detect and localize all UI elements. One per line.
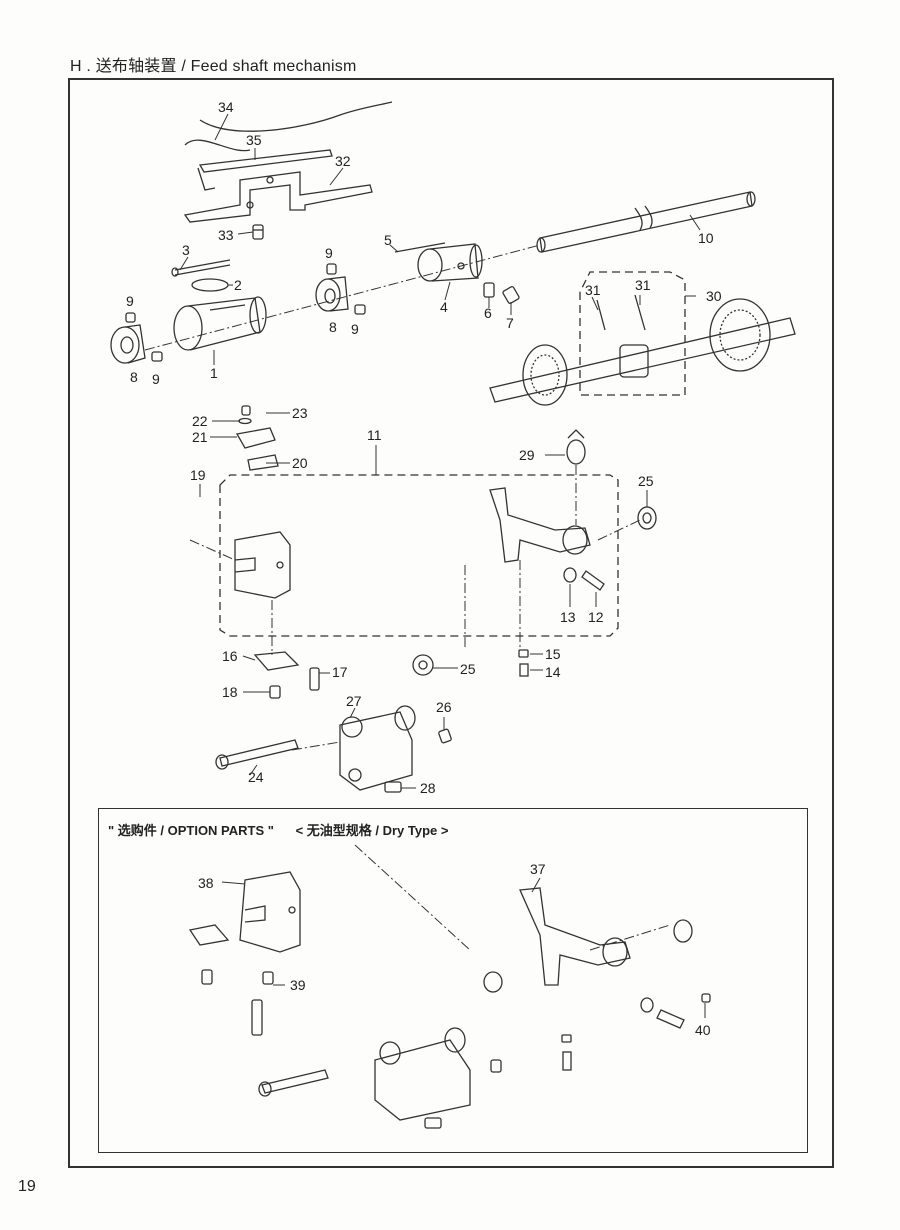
key-2 xyxy=(191,278,229,292)
label-25a: 25 xyxy=(638,473,654,489)
label-4: 4 xyxy=(440,299,448,315)
screw-33 xyxy=(252,224,264,240)
screw-18 xyxy=(269,685,281,699)
plate-20 xyxy=(247,454,279,471)
label-22: 22 xyxy=(192,413,208,429)
center-lines xyxy=(144,244,671,951)
oil-wick-34 xyxy=(184,101,393,152)
option-parts-title: " 选购件 / OPTION PARTS " < 无油型规格 / Dry Typ… xyxy=(108,820,448,839)
label-18: 18 xyxy=(222,684,238,700)
label-9a: 9 xyxy=(325,245,333,261)
option-parts-heading: " 选购件 / OPTION PARTS " xyxy=(108,823,274,838)
shaft-24 xyxy=(215,739,299,770)
label-35: 35 xyxy=(246,132,262,148)
label-12: 12 xyxy=(588,609,604,625)
label-34: 34 xyxy=(218,99,234,115)
leader-lines xyxy=(179,113,706,1018)
label-29: 29 xyxy=(519,447,535,463)
label-8a: 8 xyxy=(130,369,138,385)
label-37: 37 xyxy=(530,861,546,877)
feed-shaft-10 xyxy=(536,191,756,253)
label-28: 28 xyxy=(420,780,436,796)
washer-13-screw-12 xyxy=(563,567,605,591)
label-9c: 9 xyxy=(351,321,359,337)
diagram-frame xyxy=(68,78,834,1168)
label-30: 30 xyxy=(706,288,722,304)
label-17: 17 xyxy=(332,664,348,680)
label-21: 21 xyxy=(192,429,208,445)
label-11: 11 xyxy=(367,427,382,443)
screw-17 xyxy=(309,667,320,691)
label-26: 26 xyxy=(436,699,452,715)
washer-25b xyxy=(412,654,434,676)
label-6: 6 xyxy=(484,305,492,321)
washer-22-screw-23 xyxy=(238,405,252,425)
label-1: 1 xyxy=(210,365,218,381)
page-number: 19 xyxy=(18,1178,36,1195)
washer-25a xyxy=(637,506,657,530)
label-16: 16 xyxy=(222,648,238,664)
label-7: 7 xyxy=(506,315,514,331)
label-9b: 9 xyxy=(126,293,134,309)
label-13: 13 xyxy=(560,609,576,625)
spring-3 xyxy=(171,259,231,277)
label-33: 33 xyxy=(218,227,234,243)
label-2: 2 xyxy=(234,277,242,293)
label-32: 32 xyxy=(335,153,351,169)
label-9d: 9 xyxy=(152,371,160,387)
oil-pipe-35 xyxy=(197,149,333,191)
bushing-1 xyxy=(173,296,267,351)
label-14: 14 xyxy=(545,664,561,680)
label-19: 19 xyxy=(190,467,206,483)
label-3: 3 xyxy=(182,242,190,258)
label-20: 20 xyxy=(292,455,308,471)
page-title: H . 送布轴装置 / Feed shaft mechanism xyxy=(70,58,357,75)
label-5: 5 xyxy=(384,232,392,248)
label-39: 39 xyxy=(290,977,306,993)
feed-fork-block xyxy=(234,531,291,599)
feed-bracket-27 xyxy=(339,705,416,791)
fork-38 xyxy=(239,871,301,953)
plate-16 xyxy=(253,651,300,671)
option-small-screws xyxy=(424,1034,572,1129)
option-washers xyxy=(483,919,693,1013)
collar-8b xyxy=(315,276,349,312)
label-24: 24 xyxy=(248,769,264,785)
label-38: 38 xyxy=(198,875,214,891)
collar-8a xyxy=(110,324,146,364)
part-labels: 34 35 32 33 5 10 3 2 9 9 4 6 7 8 9 1 8 9… xyxy=(126,99,722,1038)
option-plate xyxy=(188,924,230,946)
label-8b: 8 xyxy=(329,319,337,335)
spring-29 xyxy=(566,429,586,465)
rock-arm-37 xyxy=(519,887,631,986)
nut-15-screw-14 xyxy=(518,649,529,677)
screw-26 xyxy=(438,728,452,744)
label-31a: 31 xyxy=(585,282,601,298)
feed-rock-arm xyxy=(489,487,591,563)
label-15: 15 xyxy=(545,646,561,662)
option-bracket xyxy=(374,1027,471,1121)
dry-type-heading: < 无油型规格 / Dry Type > xyxy=(295,823,449,838)
bushing-4 xyxy=(417,243,483,282)
label-40: 40 xyxy=(695,1022,711,1038)
gear-assembly-30 xyxy=(489,271,796,406)
option-parts-box xyxy=(98,808,808,1153)
label-31b: 31 xyxy=(635,277,651,293)
feed-bracket-21 xyxy=(235,427,276,449)
label-10: 10 xyxy=(698,230,714,246)
option-screws-39 xyxy=(201,969,274,1036)
screw-40 xyxy=(656,993,711,1029)
label-27: 27 xyxy=(346,693,362,709)
feed-assembly-11-box xyxy=(219,474,619,637)
pin-5 xyxy=(394,242,446,253)
option-shaft xyxy=(258,1069,329,1097)
oil-bracket-32 xyxy=(183,171,373,223)
label-23: 23 xyxy=(292,405,308,421)
screw-28 xyxy=(384,781,402,793)
set-screws-9 xyxy=(125,263,366,362)
label-25b: 25 xyxy=(460,661,476,677)
